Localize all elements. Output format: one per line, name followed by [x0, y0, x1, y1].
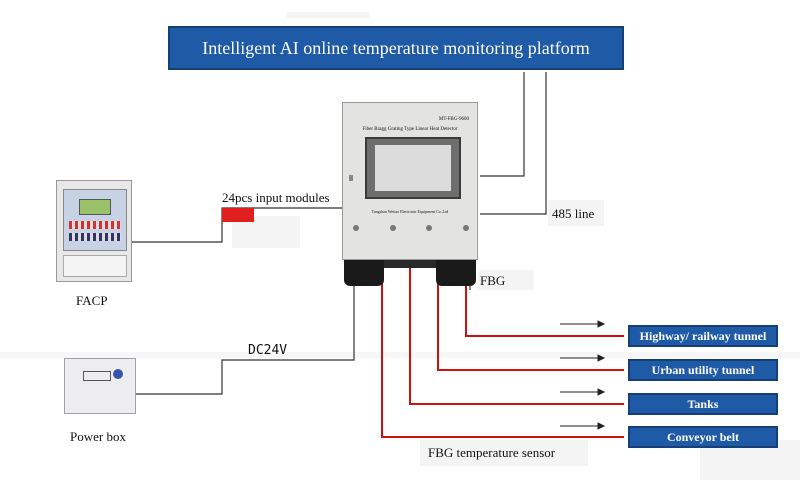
fbg-channel-2	[437, 268, 624, 371]
detector-maker: Tangshan Weitao Electronic Equipment Co.…	[371, 209, 449, 214]
facp-device	[56, 180, 132, 282]
fbg-channel-3	[409, 262, 624, 405]
line-485-label: 485 line	[552, 206, 595, 221]
bg-patch	[420, 440, 588, 466]
fire-alarm-indicator	[426, 225, 433, 231]
detector-screen	[375, 145, 451, 191]
fault-indicator	[389, 225, 396, 231]
detector-model: MT-FBG-9600	[438, 117, 469, 122]
detector-bracket-right	[436, 260, 476, 286]
power-box-device	[64, 358, 136, 414]
platform-title: Intelligent AI online temperature monito…	[168, 26, 624, 70]
platform-link-line	[480, 72, 525, 177]
input-modules-label: 24pcs input modules	[222, 190, 330, 205]
alarm-switching-indicator	[462, 225, 469, 231]
fbg-channel-1	[465, 284, 624, 337]
detector-cable-bar	[384, 260, 436, 268]
bg-patch	[287, 12, 369, 18]
run-indicator	[353, 225, 359, 231]
input-module-block	[222, 208, 254, 222]
platform-title-text: Intelligent AI online temperature monito…	[202, 37, 590, 58]
app-urban-utility-tunnel: Urban utility tunnel	[628, 359, 778, 381]
power-box-label: Power box	[70, 429, 126, 444]
bg-patch	[548, 200, 604, 226]
facp-label: FACP	[76, 293, 108, 308]
line-485	[480, 72, 547, 215]
facp-base	[63, 255, 127, 277]
sensor-label: FBG temperature sensor	[428, 445, 556, 460]
app-conveyor-belt: Conveyor belt	[628, 426, 778, 448]
facp-screen	[79, 199, 111, 215]
fbg-detector: MT-FBG-9600 Fiber Bragg Grating Type Lin…	[342, 102, 478, 260]
app-highway-tunnel: Highway/ railway tunnel	[628, 325, 778, 347]
bg-band	[0, 352, 800, 358]
power-box-button	[113, 369, 123, 379]
fbg-channel-4	[381, 262, 624, 438]
dc24v-label: DC24V	[248, 343, 288, 358]
facp-line	[132, 207, 342, 243]
facp-buttons	[69, 221, 121, 229]
detector-buttons	[353, 225, 469, 231]
bg-patch	[478, 270, 534, 290]
power-box-indicator	[83, 371, 111, 381]
detector-lock	[349, 175, 353, 181]
dc24v-line	[134, 286, 355, 395]
detector-bracket-left	[344, 260, 384, 286]
app-tanks: Tanks	[628, 393, 778, 415]
fbg-label: FBG	[480, 273, 506, 288]
detector-screen-frame	[365, 137, 461, 199]
detector-name: Fiber Bragg Grating Type Linear Heat Det…	[362, 127, 458, 132]
facp-keys	[69, 233, 121, 241]
